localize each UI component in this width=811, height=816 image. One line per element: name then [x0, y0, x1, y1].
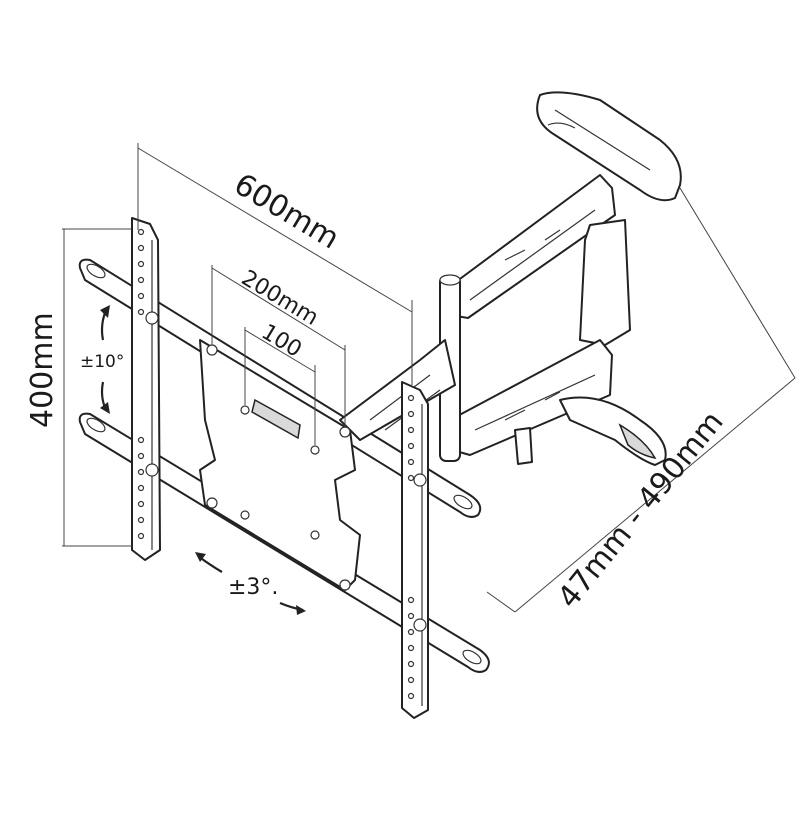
left-bracket-holes [137, 228, 145, 540]
left-bracket [131, 217, 161, 561]
center-plate [199, 339, 456, 591]
tilt-arrows [100, 305, 110, 414]
vertical-brackets [131, 217, 429, 719]
rotation-arrows [195, 552, 306, 615]
right-bracket-holes [407, 394, 415, 700]
tilt-label: ±10° [80, 352, 124, 372]
lock-latch [251, 398, 301, 440]
dimension-lines [62, 143, 796, 613]
cable-clip [514, 427, 533, 465]
wall-plate [536, 91, 682, 202]
vesa-200-label: 200mm [237, 266, 323, 331]
width-dimension-label: 600mm [228, 167, 345, 257]
mount-plate [199, 339, 361, 591]
height-dimension-label: 400mm [25, 312, 60, 428]
rotation-label: ±3°. [228, 575, 278, 600]
vesa-100-label: 100 [257, 320, 306, 363]
arm-joint [579, 219, 631, 346]
right-bracket [401, 381, 429, 719]
articulating-arm [439, 91, 682, 466]
